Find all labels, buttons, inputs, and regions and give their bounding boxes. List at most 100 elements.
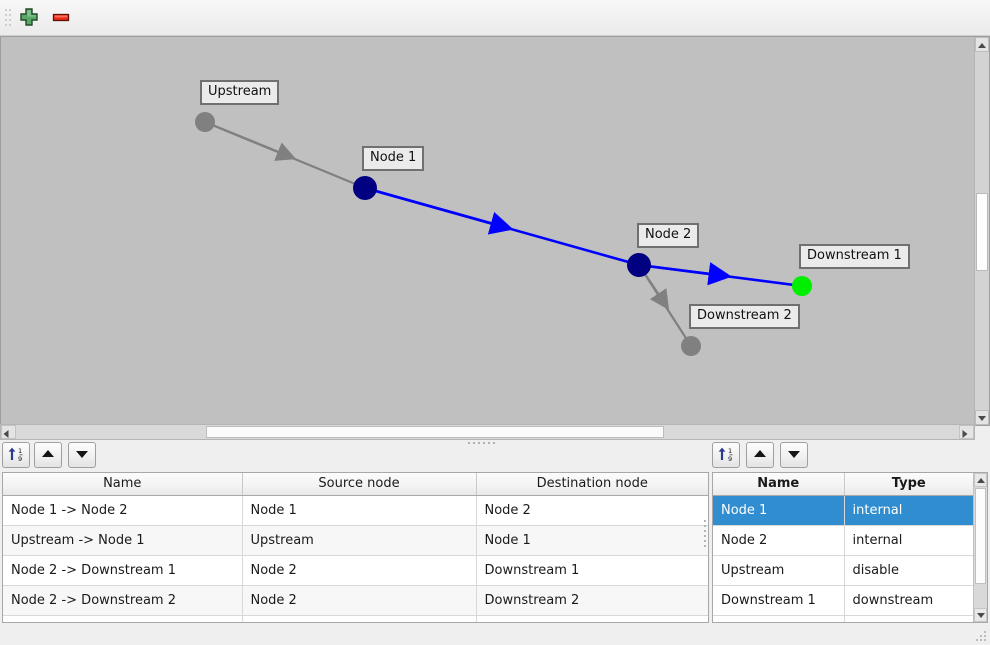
- triangle-up-icon: [976, 478, 985, 483]
- triangle-right-icon: [962, 430, 968, 438]
- cell-type[interactable]: downstream: [844, 585, 973, 616]
- graph-node-node2[interactable]: [627, 253, 651, 277]
- cell-source[interactable]: [242, 615, 477, 622]
- column-header-name[interactable]: Name: [713, 473, 845, 496]
- svg-text:9: 9: [18, 455, 22, 463]
- edges-table[interactable]: Name Source node Destination node Node 1…: [2, 472, 709, 623]
- triangle-down-icon: [978, 416, 986, 421]
- svg-text:9: 9: [728, 455, 732, 463]
- scrollbar-thumb[interactable]: [976, 193, 988, 271]
- sort-ascending-icon: 1 9: [8, 447, 23, 463]
- nodes-header-row: Name Type: [713, 473, 973, 496]
- cell-name[interactable]: Node 2 -> Downstream 1: [3, 555, 243, 586]
- scroll-up-button[interactable]: [975, 37, 989, 52]
- graph-vertical-scrollbar[interactable]: [974, 37, 989, 425]
- graph-node-label-downstream2[interactable]: Downstream 2: [689, 304, 800, 329]
- table-row[interactable]: Node 1 -> Node 2 Node 1 Node 2: [3, 495, 708, 526]
- cell-destination[interactable]: Node 1: [476, 525, 708, 556]
- horizontal-splitter[interactable]: [0, 440, 990, 448]
- cell-name[interactable]: Upstream: [713, 555, 845, 586]
- column-header-type[interactable]: Type: [844, 473, 973, 496]
- column-header-name[interactable]: Name: [3, 473, 243, 496]
- scroll-down-button[interactable]: [975, 410, 989, 425]
- cell-destination[interactable]: Downstream 2: [476, 585, 708, 616]
- table-row[interactable]: Node 2 -> Downstream 2 Node 2 Downstream…: [3, 585, 708, 616]
- graph-node-label-upstream[interactable]: Upstream: [200, 80, 280, 105]
- graph-node-downstream1[interactable]: [792, 276, 812, 296]
- cell-type[interactable]: internal: [844, 495, 973, 526]
- red-minus-icon: [52, 13, 70, 22]
- nodes-table-vertical-scrollbar[interactable]: [973, 473, 987, 622]
- scrollbar-thumb[interactable]: [975, 488, 986, 584]
- cell-name[interactable]: [713, 615, 845, 622]
- edges-header-row: Name Source node Destination node: [3, 473, 708, 496]
- column-header-destination-node[interactable]: Destination node: [476, 473, 708, 496]
- table-row-selected[interactable]: Node 1 internal: [713, 495, 973, 526]
- table-row[interactable]: Upstream -> Node 1 Upstream Node 1: [3, 525, 708, 556]
- cell-type[interactable]: internal: [844, 525, 973, 556]
- edges-move-down-button[interactable]: [68, 442, 96, 468]
- graph-canvas[interactable]: Upstream Node 1 Node 2 Downstream 1 Down…: [1, 37, 975, 425]
- arrow-down-icon: [76, 450, 88, 458]
- cell-name[interactable]: Node 2: [713, 525, 845, 556]
- nodes-table[interactable]: Name Type Node 1 internal Node 2 interna…: [712, 472, 988, 623]
- edges-move-up-button[interactable]: [34, 442, 62, 468]
- toolbar-drag-grip[interactable]: [5, 9, 11, 27]
- cell-source[interactable]: Node 1: [242, 495, 477, 526]
- cell-name[interactable]: Downstream 1: [713, 585, 845, 616]
- cell-source[interactable]: Node 2: [242, 555, 477, 586]
- nodes-move-up-button[interactable]: [746, 442, 774, 468]
- graph-node-upstream[interactable]: [195, 112, 215, 132]
- column-header-source-node[interactable]: Source node: [242, 473, 477, 496]
- cell-name[interactable]: Node 1: [713, 495, 845, 526]
- scroll-right-button[interactable]: [959, 425, 974, 439]
- table-row[interactable]: Node 2 internal: [713, 525, 973, 556]
- tables-splitter-grip[interactable]: [703, 520, 707, 550]
- scroll-left-button[interactable]: [1, 425, 16, 439]
- cell-name[interactable]: [3, 615, 243, 622]
- window-resize-grip[interactable]: [976, 631, 986, 641]
- nodes-body: Node 1 internal Node 2 internal Upstream…: [713, 495, 973, 622]
- graph-view[interactable]: Upstream Node 1 Node 2 Downstream 1 Down…: [0, 36, 990, 426]
- splitter-grip[interactable]: [468, 442, 522, 446]
- edge-node2-downstream1[interactable]: [638, 262, 803, 288]
- scrollbar-thumb[interactable]: [206, 426, 664, 438]
- add-button[interactable]: [16, 6, 42, 30]
- table-row[interactable]: Upstream disable: [713, 555, 973, 586]
- cell-destination[interactable]: Node 2: [476, 495, 708, 526]
- graph-node-label-downstream1[interactable]: Downstream 1: [799, 244, 910, 269]
- edge-node2-downstream2[interactable]: [638, 264, 692, 347]
- edge-upstream-node1[interactable]: [204, 120, 366, 190]
- cell-name[interactable]: Upstream -> Node 1: [3, 525, 243, 556]
- remove-button[interactable]: [48, 6, 74, 30]
- table-row[interactable]: Downstream 1 downstream: [713, 585, 973, 616]
- svg-text:1: 1: [18, 447, 22, 455]
- table-row-empty[interactable]: [3, 615, 708, 622]
- graph-horizontal-scrollbar[interactable]: [0, 424, 975, 440]
- graph-node-node1[interactable]: [353, 176, 377, 200]
- cell-type[interactable]: [844, 615, 973, 622]
- graph-node-label-node2[interactable]: Node 2: [637, 223, 700, 248]
- status-strip: [0, 623, 990, 645]
- nodes-sort-button[interactable]: 1 9: [712, 442, 740, 468]
- edges-sort-button[interactable]: 1 9: [2, 442, 30, 468]
- table-row-empty[interactable]: [713, 615, 973, 622]
- nodes-move-down-button[interactable]: [780, 442, 808, 468]
- arrow-up-icon: [42, 449, 54, 457]
- sort-ascending-icon: 1 9: [718, 447, 733, 463]
- cell-type[interactable]: disable: [844, 555, 973, 586]
- table-row[interactable]: Node 2 -> Downstream 1 Node 2 Downstream…: [3, 555, 708, 586]
- cell-destination[interactable]: Downstream 1: [476, 555, 708, 586]
- graph-node-label-node1[interactable]: Node 1: [362, 146, 425, 171]
- cell-source[interactable]: Upstream: [242, 525, 477, 556]
- cell-destination[interactable]: [476, 615, 708, 622]
- scroll-down-button[interactable]: [974, 608, 987, 622]
- graph-node-downstream2[interactable]: [681, 336, 701, 356]
- edge-node1-node2[interactable]: [364, 186, 640, 267]
- cell-name[interactable]: Node 1 -> Node 2: [3, 495, 243, 526]
- cell-source[interactable]: Node 2: [242, 585, 477, 616]
- arrow-down-icon: [788, 450, 800, 458]
- scroll-up-button[interactable]: [974, 473, 987, 487]
- cell-name[interactable]: Node 2 -> Downstream 2: [3, 585, 243, 616]
